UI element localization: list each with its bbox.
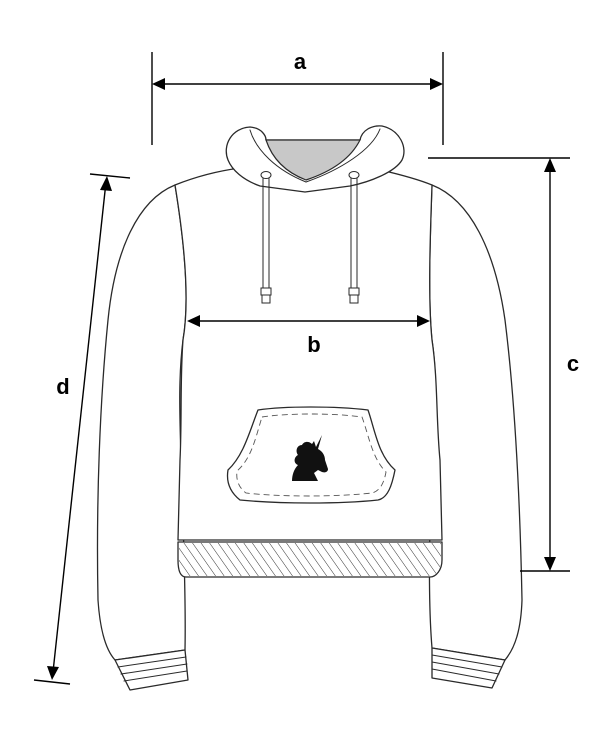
dimension-c: c [428,157,579,572]
hood-edge-right [305,128,381,183]
hood-lining [265,139,361,181]
left-sleeve [96,184,187,661]
dimension-d: d [33,173,131,685]
hood-edge-left [249,129,307,183]
left-cuff-ribs [117,656,188,682]
right-sleeve [428,184,523,661]
unicorn-head-icon [292,435,328,481]
right-cuff-ribs [431,654,503,682]
dimension-a: a [151,49,444,145]
hem-rib-texture [179,543,441,576]
drawstring-left [260,171,272,304]
dimension-d-label: d [56,374,69,399]
dimension-c-label: c [567,351,579,376]
pocket-stitching [236,413,387,497]
dimension-b: b [187,315,430,357]
dimension-b-label: b [307,332,320,357]
drawstring-right [348,171,360,304]
hoodie [96,125,523,691]
dimension-a-label: a [294,49,307,74]
